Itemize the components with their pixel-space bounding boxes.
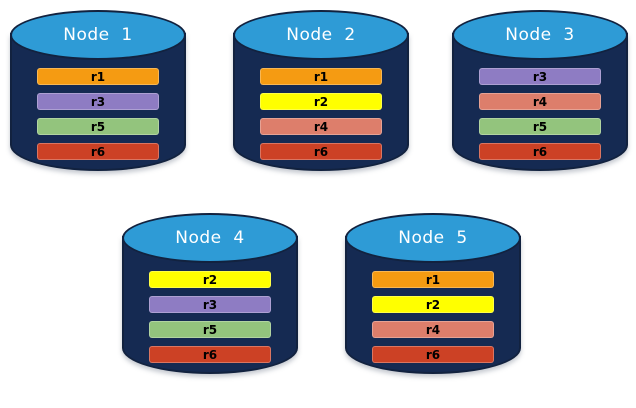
replica-list: r1 r3 r5 r6 xyxy=(10,68,186,160)
replica-bar-r6[interactable]: r6 xyxy=(372,346,494,363)
replica-bar-r2[interactable]: r2 xyxy=(149,271,271,288)
replica-bar-r4[interactable]: r4 xyxy=(260,118,382,135)
replica-bar-r4[interactable]: r4 xyxy=(372,321,494,338)
replica-bar-r1[interactable]: r1 xyxy=(37,68,159,85)
replica-bar-r6[interactable]: r6 xyxy=(260,143,382,160)
replica-bar-r2[interactable]: r2 xyxy=(260,93,382,110)
replica-bar-r5[interactable]: r5 xyxy=(149,321,271,338)
replica-bar-r2[interactable]: r2 xyxy=(372,296,494,313)
replica-bar-r1[interactable]: r1 xyxy=(372,271,494,288)
replica-bar-r1[interactable]: r1 xyxy=(260,68,382,85)
replica-list: r1 r2 r4 r6 xyxy=(233,68,409,160)
replica-bar-r3[interactable]: r3 xyxy=(37,93,159,110)
cylinder-top-ellipse xyxy=(452,10,628,60)
cylinder-top-ellipse xyxy=(10,10,186,60)
replica-bar-r5[interactable]: r5 xyxy=(479,118,601,135)
replica-list: r3 r4 r5 r6 xyxy=(452,68,628,160)
replica-bar-r6[interactable]: r6 xyxy=(37,143,159,160)
replica-list: r2 r3 r5 r6 xyxy=(122,271,298,363)
cylinder-top-ellipse xyxy=(122,213,298,263)
replica-bar-r5[interactable]: r5 xyxy=(37,118,159,135)
replica-bar-r6[interactable]: r6 xyxy=(149,346,271,363)
replica-bar-r3[interactable]: r3 xyxy=(149,296,271,313)
replica-list: r1 r2 r4 r6 xyxy=(345,271,521,363)
replica-bar-r6[interactable]: r6 xyxy=(479,143,601,160)
replica-bar-r3[interactable]: r3 xyxy=(479,68,601,85)
cylinder-top-ellipse xyxy=(345,213,521,263)
replica-bar-r4[interactable]: r4 xyxy=(479,93,601,110)
cylinder-top-ellipse xyxy=(233,10,409,60)
